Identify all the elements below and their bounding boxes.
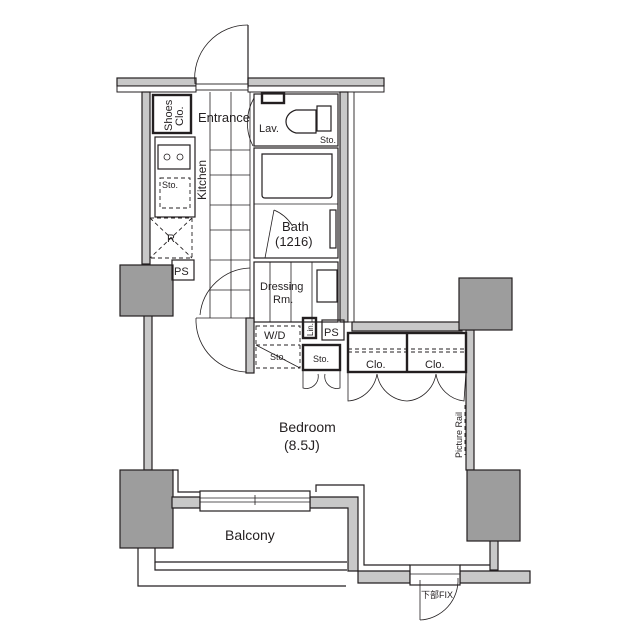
top-exterior-wall [116,77,385,93]
balcony-walls [137,469,531,587]
bedroom-left-wall [143,309,153,471]
bath-label: Bath [282,219,309,234]
wd-storage-label: Sto. [270,352,286,362]
toilet [285,109,317,134]
lavatory [253,93,339,147]
ps-right [321,319,345,341]
stove [157,144,191,170]
dressing-room [253,261,339,323]
toilet-storage-label: Sto. [320,135,336,145]
shoes-label: Shoes [163,99,175,131]
balcony-label: Balcony [225,527,275,543]
lavatory-label: Lav. [259,123,279,135]
lav-sink [260,91,286,105]
bathroom [253,147,339,259]
ps-left [171,259,195,281]
storage-label: Sto. [313,354,329,364]
entrance-label: Entrance [198,110,250,125]
shoes-clo-label: Clo. [174,106,186,126]
shoes-closet [151,93,193,135]
refrigerator [149,217,193,259]
column-bottom-left [119,469,174,549]
window-fix-label: 下部FIX [421,589,453,600]
sink [159,177,191,209]
kitchen-counter [154,136,196,218]
linen-label: Lin. [306,323,315,336]
storage [301,343,342,372]
bedroom-size-label: (8.5J) [284,437,320,453]
column-top-right [458,277,513,331]
upper-closet-wall [351,321,463,332]
ps-left-label: PS [174,266,189,278]
column-bottom-right [466,469,521,542]
bedroom-label: Bedroom [279,419,336,435]
dressing-rm-label: Rm. [273,294,293,306]
bath-size-label: (1216) [275,234,313,249]
left-wall [141,91,151,265]
dressing-label: Dressing [260,281,303,293]
closets [346,331,468,402]
washer-dryer [255,325,301,369]
closet-2-label: Clo. [425,359,445,371]
right-wall [465,329,475,471]
dressing-door [199,267,251,316]
column-top-left [119,264,174,317]
entrance-door [194,24,249,88]
bathtub [261,153,333,199]
picture-rail-label: Picture Rail [454,412,464,458]
balcony-window [199,490,311,512]
refrigerator-label: R [167,233,175,245]
wd-label: W/D [264,330,285,342]
linen [301,316,318,340]
kitchen-storage-label: Sto. [162,180,178,190]
kitchen-label: Kitchen [195,160,209,200]
closet-1-label: Clo. [366,359,386,371]
hallway-tiles [209,92,251,318]
wet-area-right-wall [339,91,349,323]
fix-window [409,564,461,621]
ps-right-label: PS [324,327,339,339]
